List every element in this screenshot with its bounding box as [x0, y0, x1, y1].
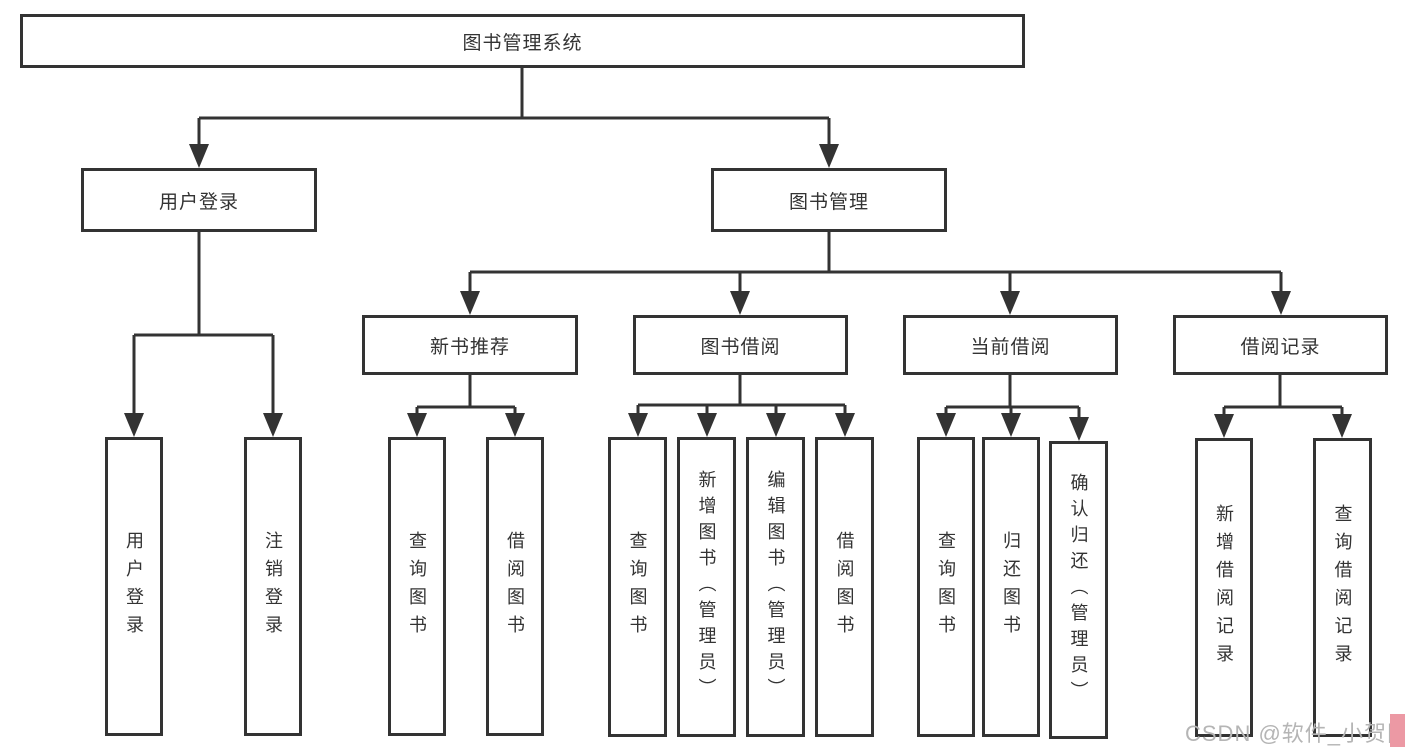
leaf-edit-books-admin: 编辑图书（管理员） — [746, 437, 805, 737]
arrow-icon — [460, 291, 480, 315]
leaf-borrow-books: 借阅图书 — [815, 437, 874, 737]
arrow-icon — [628, 413, 648, 437]
arrow-icon — [835, 413, 855, 437]
node-book-management-branch: 图书管理 — [711, 168, 947, 232]
arrow-icon — [263, 413, 283, 437]
leaf-add-books-admin: 新增图书（管理员） — [677, 437, 736, 737]
leaf-label: 借阅图书 — [834, 531, 855, 643]
arrow-icon — [936, 413, 956, 437]
arrow-icon — [505, 413, 525, 437]
leaf-label: 新增图书（管理员） — [696, 470, 717, 704]
leaf-label: 借阅图书 — [505, 530, 525, 643]
leaf-label: 用户登录 — [124, 530, 144, 643]
node-label: 新书推荐 — [429, 336, 510, 358]
leaf-confirm-return-admin: 确认归还（管理员） — [1049, 441, 1108, 739]
arrow-icon — [730, 291, 750, 315]
arrow-icon — [697, 413, 717, 437]
node-book-borrowing: 图书借阅 — [633, 315, 848, 375]
arrow-icon — [819, 144, 839, 168]
leaf-logout: 注销登录 — [244, 437, 302, 736]
leaf-query-books: 查询图书 — [388, 437, 446, 736]
leaf-label: 归还图书 — [1001, 531, 1021, 643]
node-library-system-root: 图书管理系统 — [20, 14, 1025, 68]
leaf-user-login: 用户登录 — [105, 437, 163, 736]
node-label: 图书借阅 — [700, 336, 781, 358]
node-current-borrowing: 当前借阅 — [903, 315, 1118, 375]
arrow-icon — [1332, 414, 1352, 438]
node-new-book-recommendation: 新书推荐 — [362, 315, 578, 375]
leaf-label: 新增借阅记录 — [1214, 503, 1234, 672]
leaf-query-books: 查询图书 — [917, 437, 975, 737]
arrow-icon — [407, 413, 427, 437]
arrow-icon — [1069, 417, 1089, 441]
leaf-label: 查询图书 — [936, 531, 956, 643]
node-borrowing-records: 借阅记录 — [1173, 315, 1388, 375]
leaf-return-books: 归还图书 — [982, 437, 1040, 737]
node-label: 当前借阅 — [970, 336, 1051, 358]
leaf-query-borrow-record: 查询借阅记录 — [1313, 438, 1372, 737]
arrow-icon — [189, 144, 209, 168]
arrow-icon — [1271, 291, 1291, 315]
arrow-icon — [766, 413, 786, 437]
leaf-label: 查询借阅记录 — [1332, 503, 1353, 672]
leaf-label: 查询图书 — [407, 530, 427, 643]
leaf-label: 查询图书 — [627, 531, 648, 643]
node-label: 借阅记录 — [1240, 336, 1321, 358]
leaf-query-books: 查询图书 — [608, 437, 667, 737]
leaf-borrow-books: 借阅图书 — [486, 437, 544, 736]
node-label: 图书管理系统 — [462, 32, 583, 54]
csdn-watermark: CSDN @软件_小贺同学 — [1185, 721, 1405, 746]
arrow-icon — [1214, 414, 1234, 438]
node-label: 用户登录 — [158, 191, 239, 213]
leaf-label: 编辑图书（管理员） — [765, 470, 786, 704]
leaf-add-borrow-record: 新增借阅记录 — [1195, 438, 1253, 737]
leaf-label: 确认归还（管理员） — [1068, 473, 1089, 707]
arrow-icon — [1001, 413, 1021, 437]
arrow-icon — [1000, 291, 1020, 315]
node-label: 图书管理 — [788, 191, 869, 213]
leaf-label: 注销登录 — [263, 530, 283, 643]
watermark-badge — [1390, 714, 1405, 747]
arrow-icon — [124, 413, 144, 437]
node-user-login-branch: 用户登录 — [81, 168, 317, 232]
